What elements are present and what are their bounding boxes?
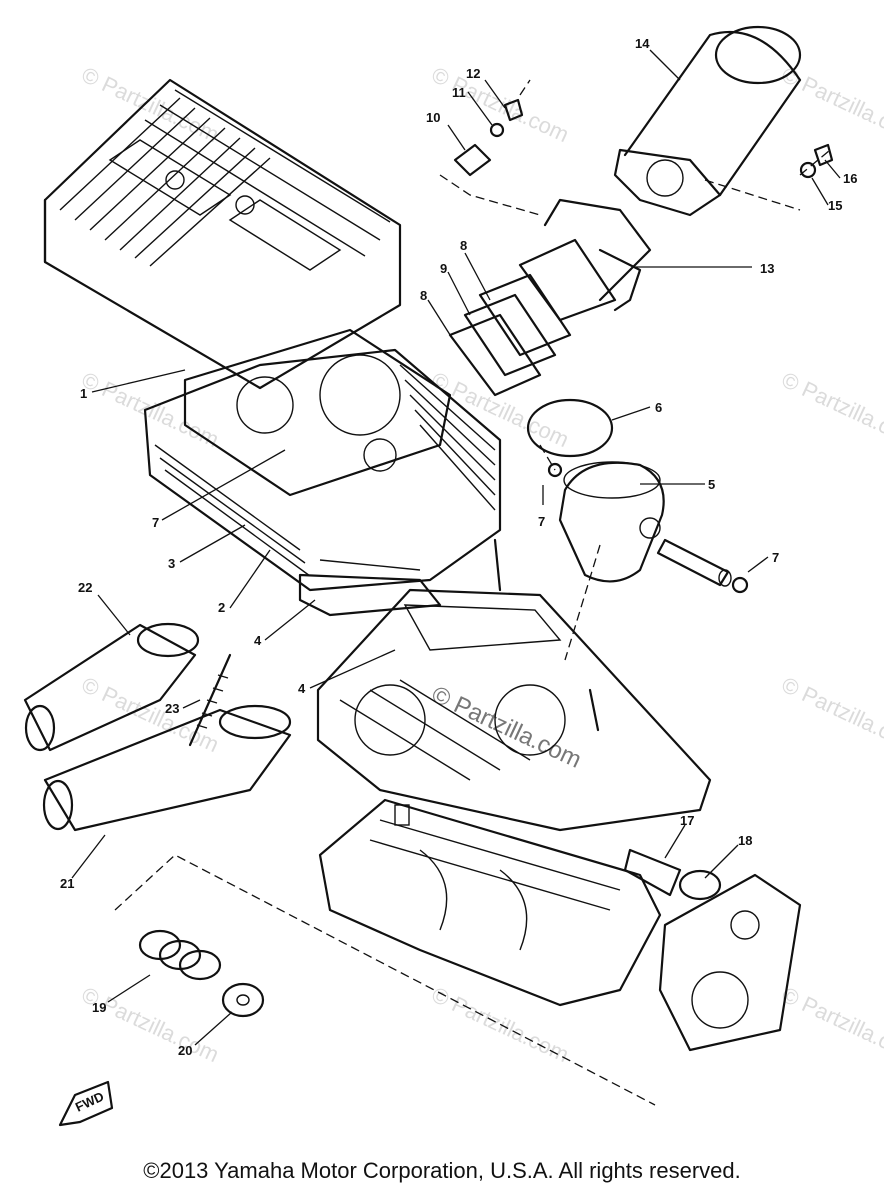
callout-16: 16	[843, 171, 857, 186]
spring-coil	[138, 929, 222, 981]
piston-ring	[526, 398, 614, 458]
exhaust-pipe-upper	[23, 622, 200, 752]
watermark: © Partzilla.com	[778, 982, 884, 1067]
callout-18: 18	[738, 833, 752, 848]
watermark: © Partzilla.com	[778, 367, 884, 452]
watermark-layer: © Partzilla.com © Partzilla.com © Partzi…	[78, 62, 884, 1067]
shaft-seal	[678, 869, 722, 901]
drive-shaft	[623, 848, 682, 897]
cylinder-head	[43, 78, 402, 390]
callout-12: 12	[466, 66, 480, 81]
fasteners-top	[439, 79, 541, 216]
crankcase-end-cover	[658, 873, 802, 1052]
piston-pin	[656, 538, 732, 587]
callout-7a: 7	[152, 515, 159, 530]
intake-gaskets	[448, 273, 572, 397]
watermark: © Partzilla.com	[78, 982, 223, 1067]
callout-14: 14	[635, 36, 650, 51]
callout-7c: 7	[772, 550, 779, 565]
callout-10: 10	[426, 110, 440, 125]
callout-8a: 8	[460, 238, 467, 253]
callout-19: 19	[92, 1000, 106, 1015]
fwd-label: FWD	[73, 1089, 106, 1115]
callout-21: 21	[60, 876, 74, 891]
callout-8b: 8	[420, 288, 427, 303]
callout-2: 2	[218, 600, 225, 615]
callout-6: 6	[655, 400, 662, 415]
watermark: © Partzilla.com	[778, 672, 884, 757]
assembly-line	[114, 854, 656, 1106]
exhaust-spring	[188, 653, 232, 747]
alignment-lines	[539, 444, 601, 661]
callout-9: 9	[440, 261, 447, 276]
callout-22: 22	[78, 580, 92, 595]
watermark: © Partzilla.com	[78, 367, 223, 452]
exploded-parts-diagram: © Partzilla.com © Partzilla.com © Partzi…	[23, 25, 884, 1127]
callout-23: 23	[165, 701, 179, 716]
watermark: © Partzilla.com	[778, 62, 884, 147]
callout-20: 20	[178, 1043, 192, 1058]
callout-4b: 4	[298, 681, 306, 696]
fasteners-right	[704, 143, 834, 211]
crankcase-lower	[318, 798, 662, 1007]
base-gasket	[298, 573, 442, 617]
crankcase-upper	[316, 538, 712, 832]
watermark: © Partzilla.com	[78, 62, 223, 147]
callout-17: 17	[680, 813, 694, 828]
callout-4a: 4	[254, 633, 262, 648]
piston	[558, 461, 665, 583]
head-gasket	[183, 328, 452, 497]
copyright-notice: ©2013 Yamaha Motor Corporation, U.S.A. A…	[143, 1158, 741, 1183]
callout-1: 1	[80, 386, 87, 401]
watermark: © Partzilla.com	[78, 672, 223, 757]
callout-11: 11	[452, 85, 466, 100]
exhaust-pipe-lower	[42, 704, 292, 832]
circlip-right	[731, 576, 749, 594]
intake-manifold	[518, 198, 652, 322]
callout-5: 5	[708, 477, 715, 492]
callout-13: 13	[760, 261, 774, 276]
callout-7b: 7	[538, 514, 545, 529]
circlip-left	[547, 462, 563, 478]
cylinder-block	[143, 348, 502, 592]
fwd-arrow-icon: FWD	[58, 1080, 114, 1127]
washer	[221, 982, 265, 1018]
callout-15: 15	[828, 198, 842, 213]
callout-labels: 1 2 3 4 4 5 6 7 7 7 8 8 9 10 11 12 13 14…	[60, 36, 857, 1058]
leader-lines	[71, 49, 841, 1046]
callout-3: 3	[168, 556, 175, 571]
air-intake-funnel	[613, 25, 802, 217]
